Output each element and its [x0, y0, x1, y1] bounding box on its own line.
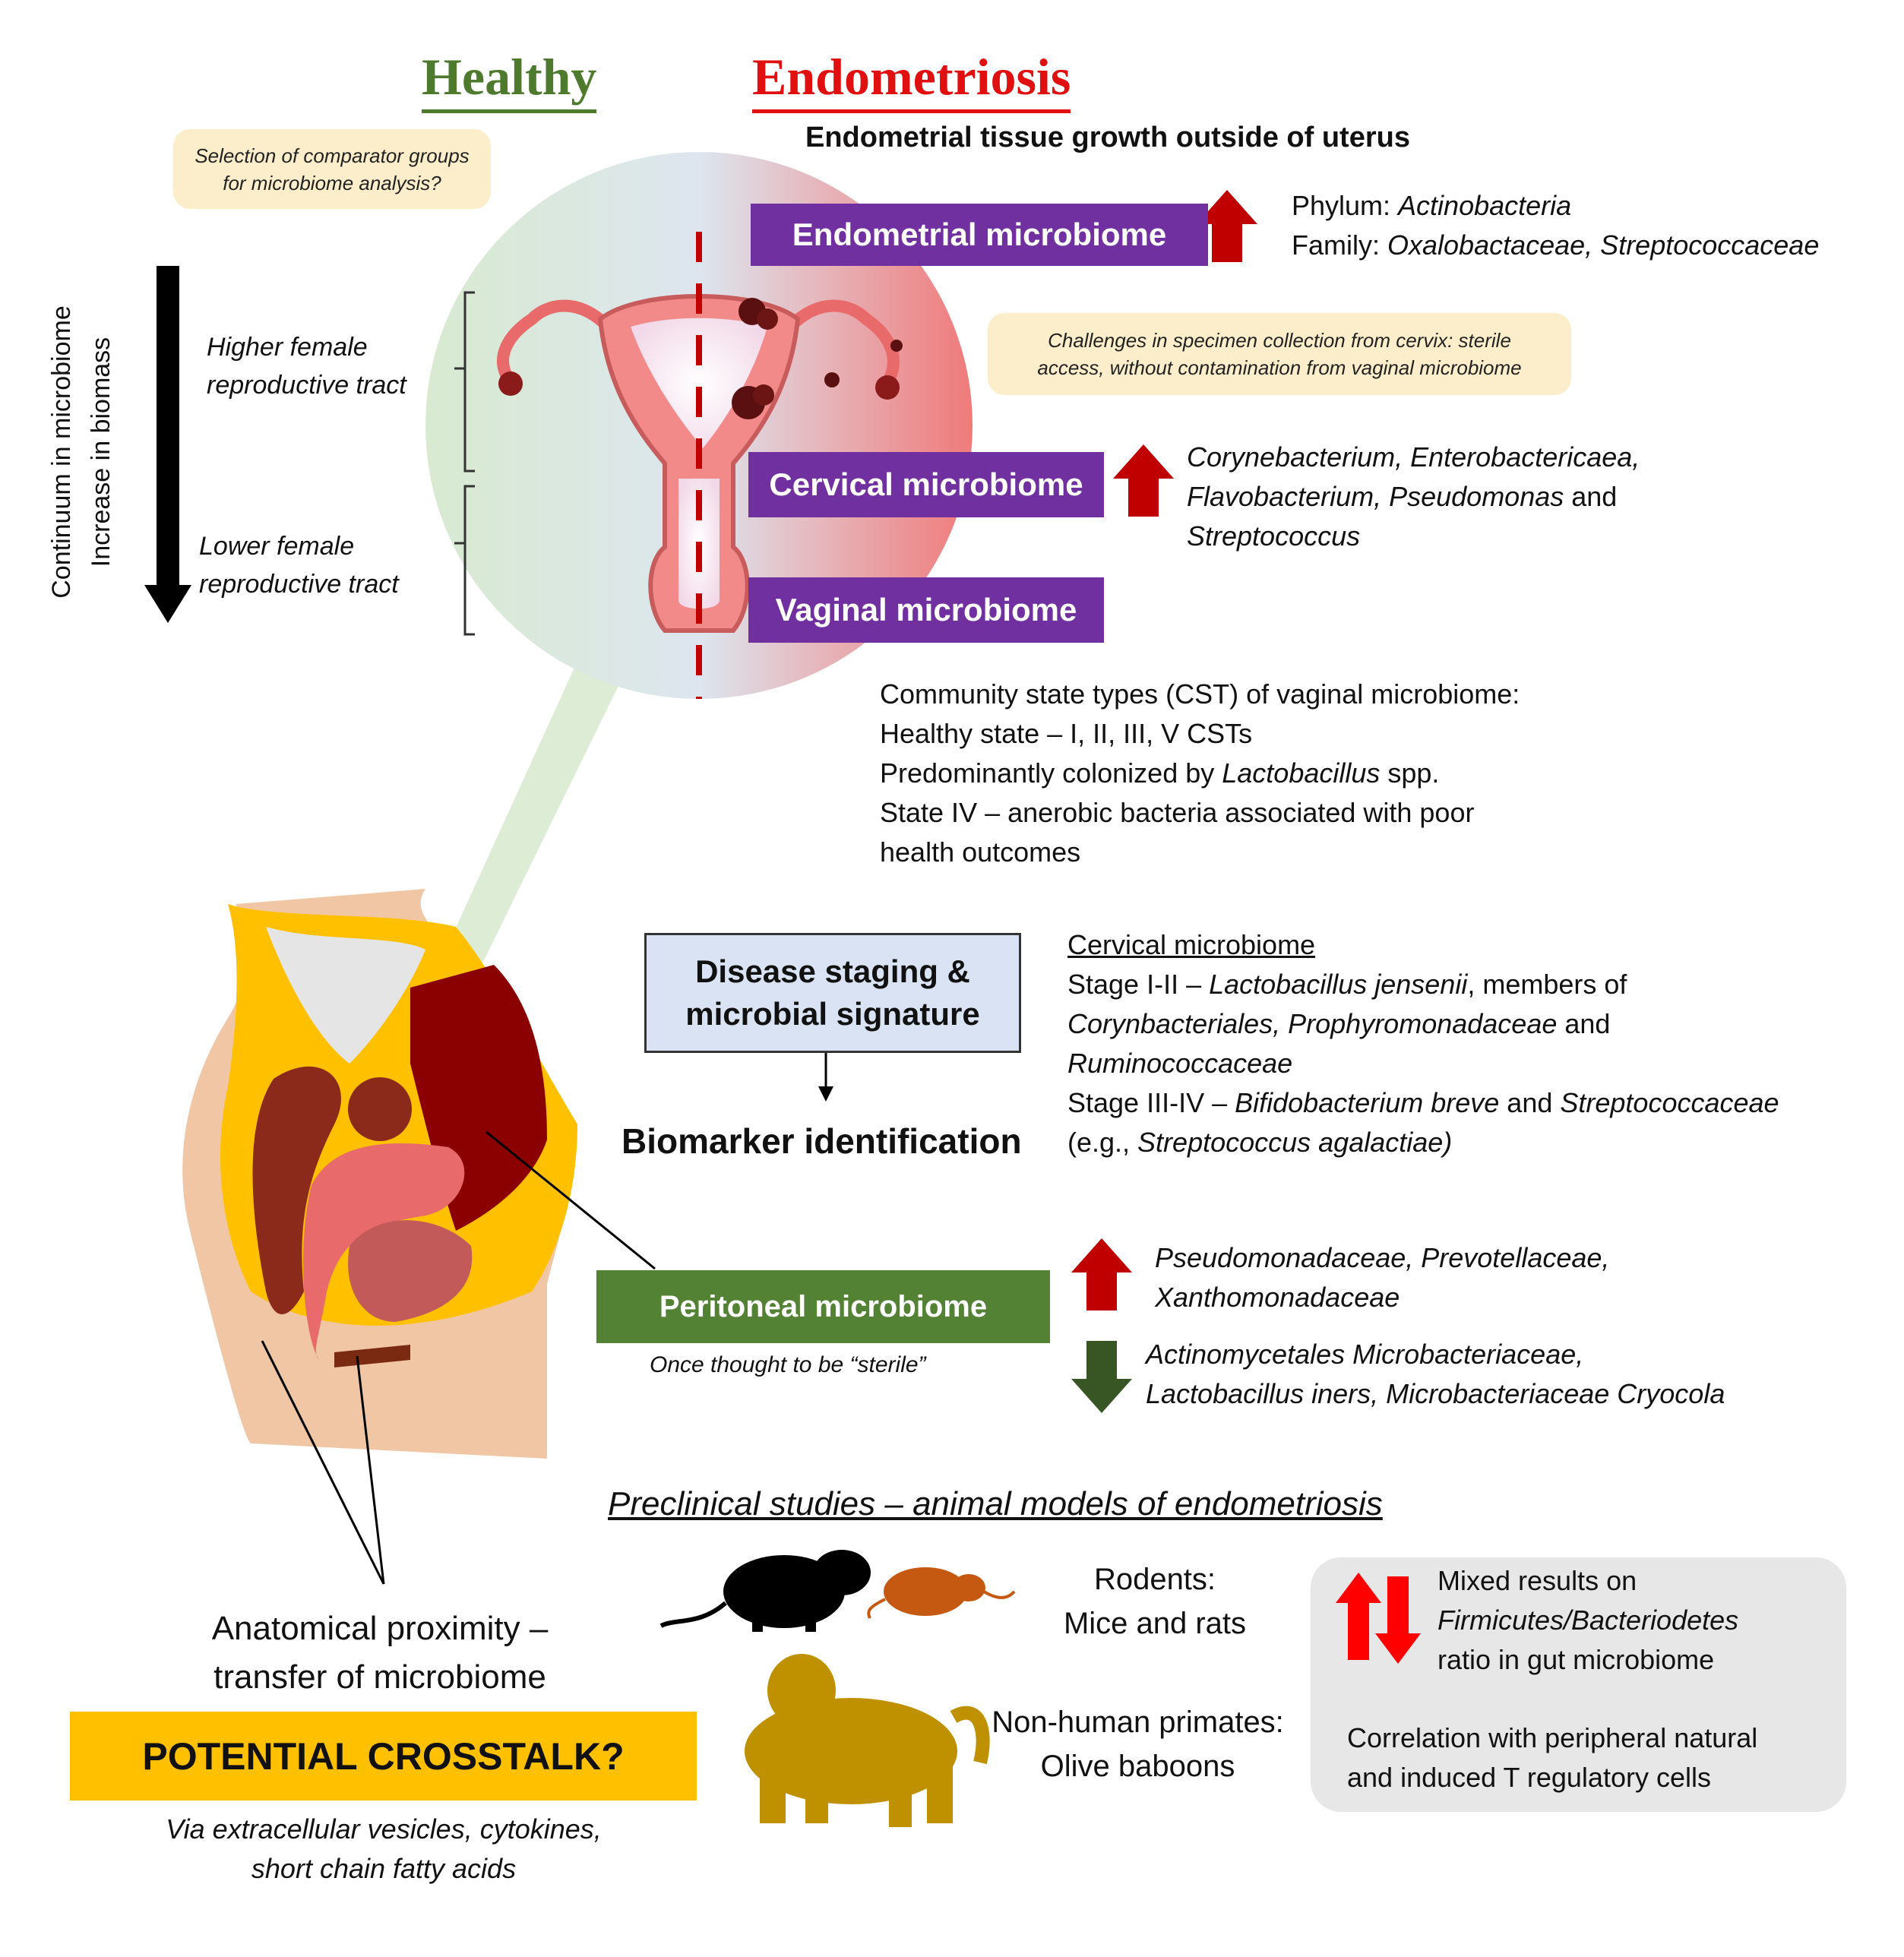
- pelvis-illustration: [182, 889, 577, 1459]
- peritoneal-down-arrow: [1071, 1341, 1132, 1413]
- biomarker-identification: Biomarker identification: [621, 1121, 1022, 1161]
- challenges-note: Challenges in specimen collection from c…: [988, 313, 1571, 395]
- disease-staging-box: Disease staging &microbial signature: [644, 933, 1021, 1053]
- peritoneal-up-arrow: [1071, 1238, 1132, 1310]
- continuum-label: Continuum in microbiome Increase in biom…: [47, 305, 115, 599]
- rodent-silhouettes: [659, 1550, 1016, 1632]
- mixed-results-arrows: [1336, 1573, 1421, 1664]
- endometrial-findings: Phylum: Actinobacteria Family: Oxalobact…: [1292, 190, 1820, 261]
- proximity-pointer-1: [261, 1340, 385, 1585]
- mixed-results-text: Mixed results on Firmicutes/Bacteriodete…: [1437, 1565, 1739, 1675]
- crosstalk-mechanisms: Via extracellular vesicles, cytokines,sh…: [166, 1813, 602, 1884]
- peritoneal-decreased: Actinomycetales Microbacteriaceae, Lacto…: [1146, 1339, 1725, 1409]
- endometrial-up-arrow: [1197, 190, 1257, 262]
- cervical-findings: Corynebacterium, Enterobactericaea, Flav…: [1187, 441, 1640, 552]
- peritoneal-pointer: [485, 1130, 656, 1270]
- zoom-cone: [422, 661, 631, 1041]
- primates-label: Non-human primates:Olive baboons: [992, 1706, 1284, 1783]
- proximity-pointer-2: [356, 1355, 385, 1585]
- bracket-upper: [454, 291, 475, 473]
- endometrial-microbiome-box: Endometrial microbiome: [751, 204, 1208, 266]
- cervical-staging-text: Cervical microbiome Stage I-II – Lactoba…: [1067, 929, 1779, 1158]
- preclinical-heading: Preclinical studies – animal models of e…: [608, 1485, 1383, 1522]
- baboon-silhouette: [745, 1654, 990, 1827]
- endometriosis-subtitle: Endometrial tissue growth outside of ute…: [805, 122, 1410, 153]
- potential-crosstalk-box: POTENTIAL CROSSTALK?: [70, 1712, 697, 1801]
- anatomical-proximity-text: Anatomical proximity –transfer of microb…: [211, 1610, 549, 1696]
- peritoneal-microbiome-box: Peritoneal microbiome: [596, 1270, 1050, 1343]
- cervical-microbiome-box: Cervical microbiome: [748, 452, 1104, 517]
- healthy-title: Healthy: [422, 46, 597, 113]
- bracket-lower: [454, 485, 475, 636]
- endometriosis-title: Endometriosis: [752, 46, 1071, 113]
- correlation-text: Correlation with peripheral natural and …: [1347, 1722, 1758, 1793]
- peritoneal-note: Once thought to be “sterile”: [650, 1352, 926, 1377]
- vaginal-microbiome-box: Vaginal microbiome: [748, 577, 1104, 643]
- vaginal-cst-text: Community state types (CST) of vaginal m…: [880, 678, 1520, 868]
- peritoneal-increased: Pseudomonadaceae, Prevotellaceae, Xantho…: [1155, 1242, 1610, 1313]
- cervical-up-arrow: [1113, 444, 1174, 517]
- continuum-arrow: [144, 266, 191, 623]
- rodents-label: Rodents:Mice and rats: [1063, 1563, 1247, 1640]
- gut-results-panel: [1311, 1557, 1846, 1812]
